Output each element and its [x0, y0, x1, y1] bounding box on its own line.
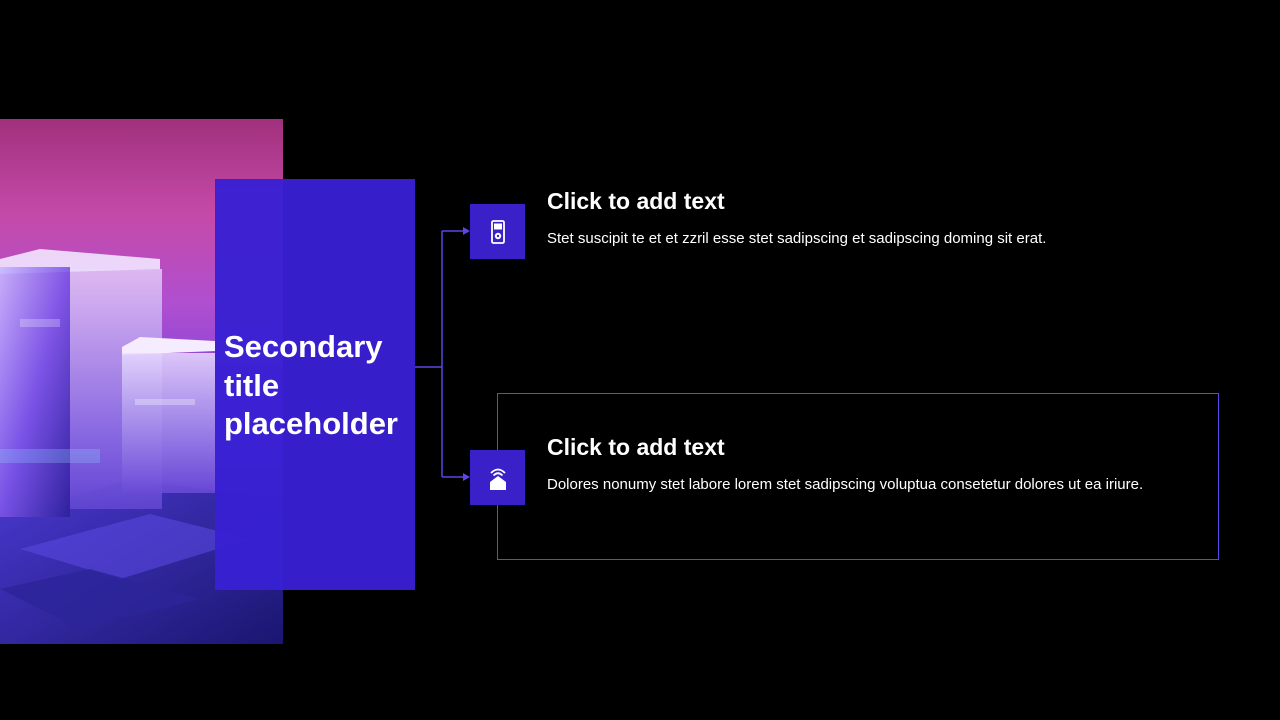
smart-home-icon — [489, 468, 506, 490]
item-2-title[interactable]: Click to add text — [547, 434, 725, 460]
item-2-icon-box — [470, 450, 525, 505]
item-1-icon-box — [470, 204, 525, 259]
item-1-text[interactable]: Stet suscipit te et et zzril esse stet s… — [547, 230, 1047, 247]
secondary-title[interactable]: Secondary title placeholder — [224, 329, 398, 441]
title-panel — [215, 179, 415, 590]
media-player-icon — [490, 219, 505, 244]
item-1-title[interactable]: Click to add text — [547, 188, 725, 214]
item-2-text[interactable]: Dolores nonumy stet labore lorem stet sa… — [547, 476, 1144, 493]
